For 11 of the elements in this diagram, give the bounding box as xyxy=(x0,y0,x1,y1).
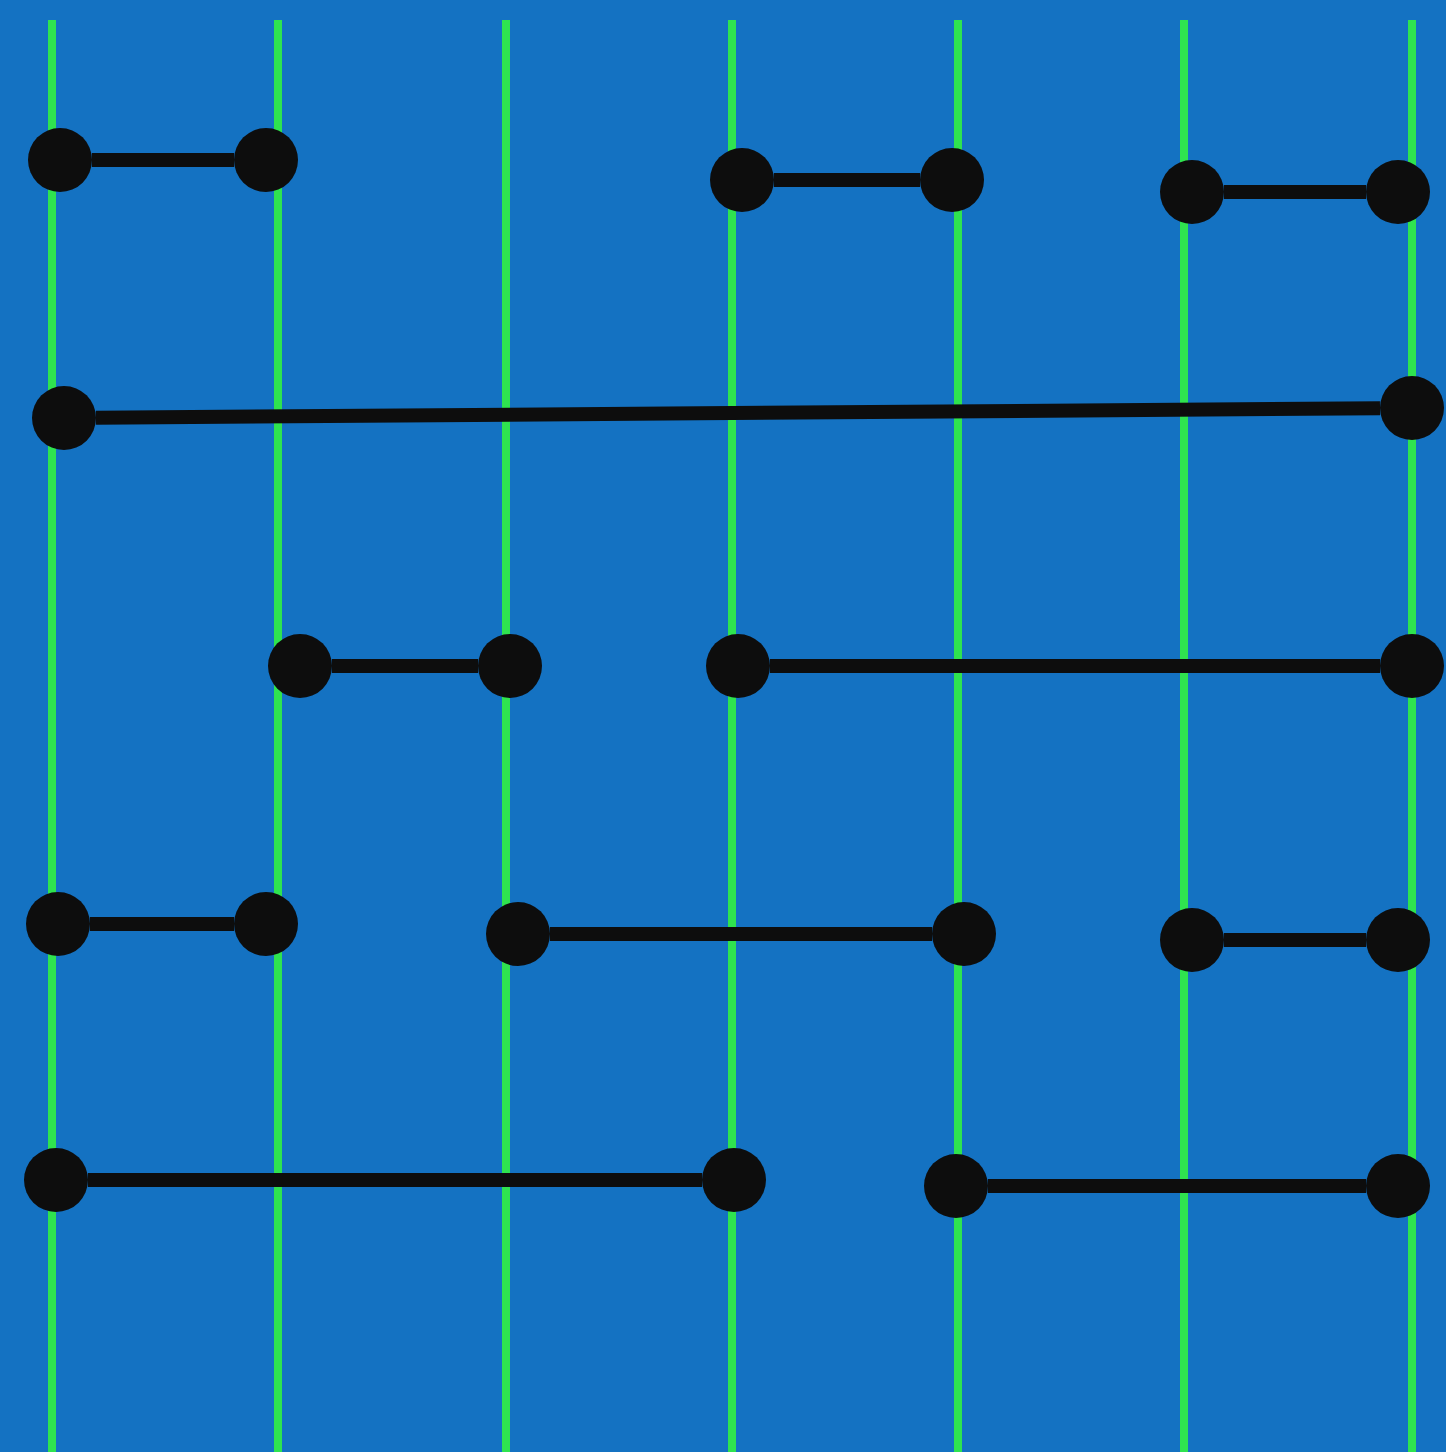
connector-line xyxy=(1224,933,1366,947)
connector-line xyxy=(332,659,478,673)
connector-line xyxy=(90,917,234,931)
connector-line xyxy=(92,153,234,167)
connector-line xyxy=(774,173,920,187)
connector-line xyxy=(988,1179,1366,1193)
connector-line xyxy=(550,927,932,941)
connector-line xyxy=(1224,185,1366,199)
connector-line xyxy=(95,401,1381,425)
connector-line xyxy=(88,1173,702,1187)
connector-line xyxy=(770,659,1380,673)
